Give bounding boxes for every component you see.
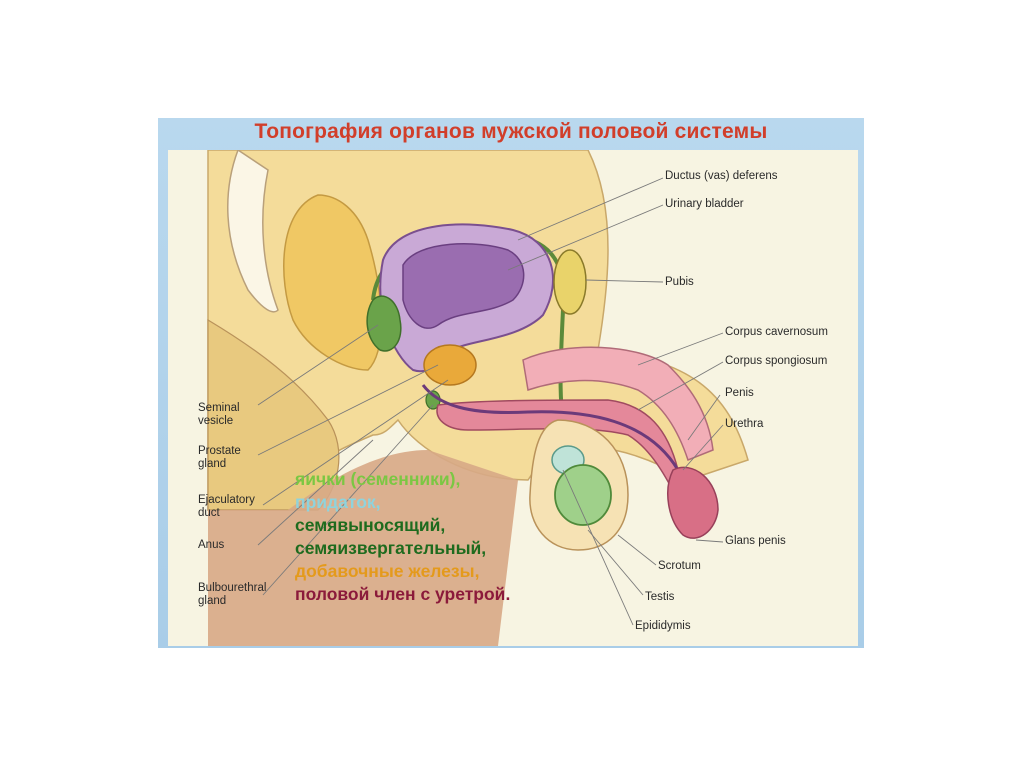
- legend-item-ejaculatory: семяизвергательный,: [295, 538, 487, 558]
- label-bulbourethral-gland-line2: gland: [198, 595, 227, 607]
- legend-item-testes: яички (семенники),: [295, 469, 461, 489]
- label-anus: Anus: [198, 539, 225, 551]
- leader-bladder: [507, 204, 664, 271]
- seminal-vesicle: [366, 295, 402, 352]
- leader-testis: [587, 529, 644, 596]
- label-ejaculatory-duct-line2: duct: [198, 507, 220, 519]
- leader-scrotum: [617, 534, 657, 566]
- label-epididymis: Epididymis: [635, 620, 691, 632]
- label-ductus-deferens: Ductus (vas) deferens: [665, 170, 778, 182]
- legend-item-glands: добавочные железы,: [295, 561, 480, 581]
- leader-ductus: [517, 177, 664, 241]
- corpus-cavernosum: [522, 346, 714, 461]
- label-glans-penis: Glans penis: [725, 535, 786, 547]
- label-prostate-gland-line1: Prostate: [198, 445, 241, 457]
- leader-prostate: [257, 364, 439, 456]
- leader-pubis: [585, 279, 664, 283]
- sacrum: [227, 150, 279, 313]
- label-seminal-vesicle-line2: vesicle: [198, 415, 234, 427]
- leader-epididymis: [562, 469, 634, 626]
- label-urinary-bladder: Urinary bladder: [665, 198, 744, 210]
- leader-bulbourethral: [262, 404, 434, 596]
- leader-ejaculatory: [262, 379, 449, 506]
- leader-cavernosum: [637, 332, 724, 366]
- anatomy-figure: Ductus (vas) deferens Urinary bladder Pu…: [168, 150, 858, 646]
- anatomy-illustration: [207, 150, 749, 646]
- label-prostate-gland-line2: gland: [198, 458, 227, 470]
- legend-item-vas-deferens: семявыносящий,: [295, 515, 446, 535]
- label-seminal-vesicle-line1: Seminal: [198, 402, 240, 414]
- label-corpus-spongiosum: Corpus spongiosum: [725, 355, 828, 367]
- legend: яички (семенники), придаток, семявыносящ…: [295, 468, 510, 606]
- leader-seminal: [257, 324, 379, 406]
- label-testis: Testis: [645, 591, 675, 603]
- glans-penis-shape: [667, 466, 719, 539]
- leader-urethra: [682, 424, 724, 471]
- label-corpus-cavernosum: Corpus cavernosum: [725, 326, 828, 338]
- legend-item-penis: половой член с уретрой.: [295, 584, 511, 604]
- slide: Топография органов мужской половой систе…: [158, 118, 864, 648]
- label-pubis: Pubis: [665, 276, 694, 288]
- pubic-bone: [553, 249, 587, 315]
- perineum: [208, 450, 518, 646]
- bladder-lumen: [402, 243, 525, 329]
- prostate-gland: [423, 344, 477, 386]
- label-urethra: Urethra: [725, 418, 764, 430]
- leader-spongiosum: [637, 361, 724, 411]
- rectum: [283, 194, 382, 371]
- page-title: Топография органов мужской половой систе…: [254, 120, 768, 143]
- testis-shape: [554, 464, 612, 526]
- leader-penis: [687, 394, 721, 441]
- legend-item-epididymis: придаток,: [295, 492, 381, 512]
- label-bulbourethral-gland-line1: Bulbourethral: [198, 582, 267, 594]
- leader-anus: [257, 439, 374, 546]
- label-ejaculatory-duct-line1: Ejaculatory: [198, 494, 255, 506]
- label-penis: Penis: [725, 387, 754, 399]
- label-scrotum: Scrotum: [658, 560, 701, 572]
- leader-glans: [695, 539, 724, 543]
